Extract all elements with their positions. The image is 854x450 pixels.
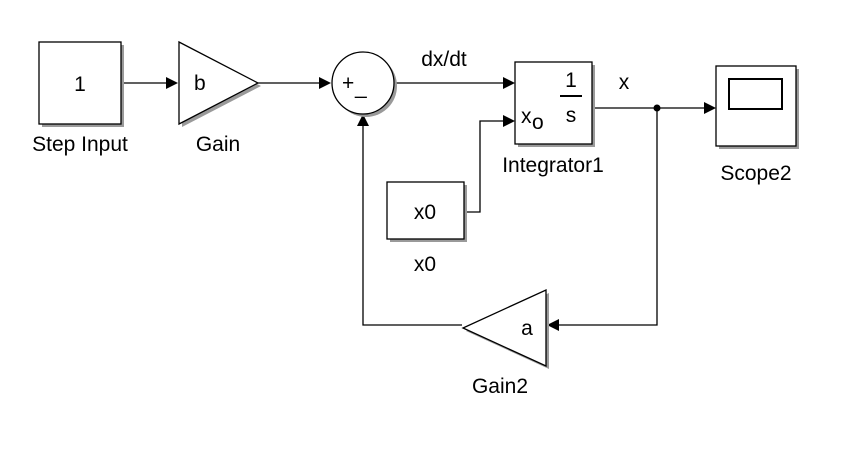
signal-label-dxdt: dx/dt [421,48,467,71]
sum-plus-sign: + [342,72,354,95]
gain-value: b [194,72,206,95]
integrator-ic-port-x: x [521,105,532,128]
signal-lines [122,77,716,331]
x0-constant-label: x0 [414,253,436,276]
x0-constant-block[interactable]: x0 [386,181,467,242]
wire-x-to-gain2[interactable] [558,108,658,326]
step-input-block[interactable]: 1 [38,41,124,127]
step-input-value: 1 [74,73,86,96]
gain2-block[interactable]: a [461,288,549,369]
integrator-block[interactable]: 1 s x o [514,61,595,147]
gain-block[interactable]: b [178,40,261,127]
gain-label: Gain [196,133,240,156]
arrowhead-integrator-ic [503,115,515,127]
gain2-label: Gain2 [472,375,528,398]
scope-label: Scope2 [720,162,791,185]
scope-screen-icon [728,78,783,110]
arrowhead-sum-input [319,77,331,89]
gain2-value: a [521,317,533,340]
arrowhead-scope-input [704,102,716,114]
integrator-numerator: 1 [565,69,577,92]
arrowhead-gain-input [166,77,178,89]
integrator-denominator: s [566,104,577,127]
wire-feedback-to-sum[interactable] [362,125,462,326]
step-input-label: Step Input [32,133,128,156]
scope-block[interactable] [715,65,799,149]
sum-minus-sign: _ [354,76,367,99]
x0-constant-value: x0 [414,201,436,224]
arrowhead-integrator-input [503,77,515,89]
wire-x0-to-integrator[interactable] [465,120,504,213]
integrator-label: Integrator1 [502,154,604,177]
sum-block[interactable]: + _ [331,51,397,117]
arrowhead-gain2-input [547,319,559,331]
integrator-ic-port-sub: o [532,111,544,134]
signal-label-x: x [619,71,630,94]
arrowhead-sum-minus-input [357,114,369,126]
